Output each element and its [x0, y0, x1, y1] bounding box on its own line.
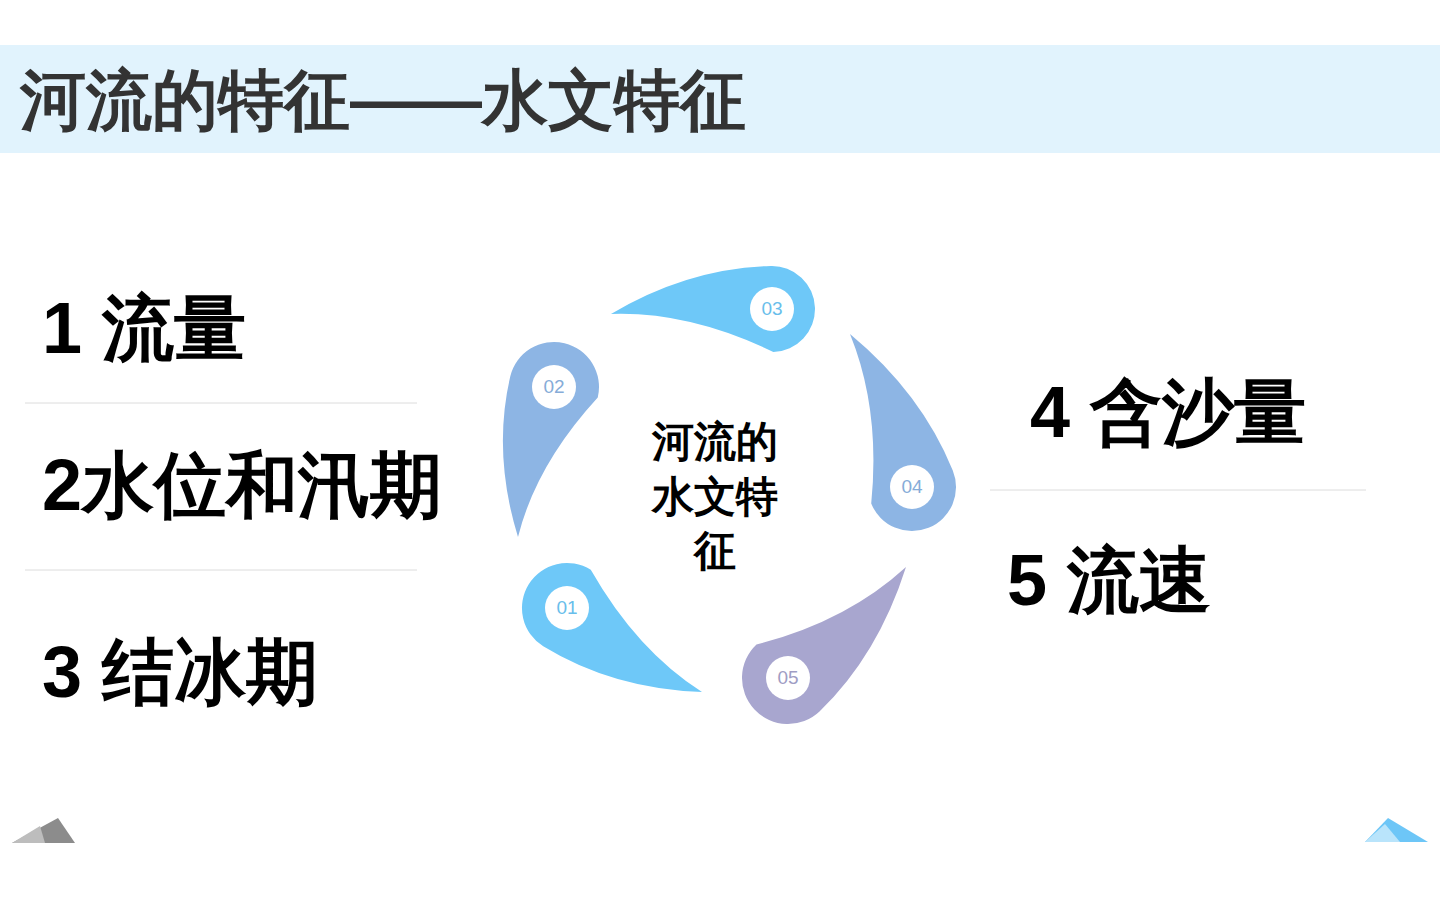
callout-number: 01	[542, 583, 592, 633]
corner-decoration	[1365, 818, 1428, 842]
callout-number: 03	[747, 284, 797, 334]
teardrop-shape	[850, 334, 956, 531]
corner-decoration	[12, 818, 75, 843]
feature-label: 3 结冰期	[42, 631, 318, 714]
teardrop-shape	[503, 342, 599, 537]
callout-number: 04	[887, 462, 937, 512]
teardrop-shape	[611, 266, 815, 352]
teardrop-shape	[522, 563, 702, 692]
teardrop-node: 02	[529, 362, 579, 412]
feature-label: 5 流速	[1007, 539, 1211, 622]
feature-label: 2水位和汛期	[42, 444, 442, 527]
title-bar	[0, 45, 1440, 153]
corner-decoration	[1365, 824, 1400, 842]
teardrop-shape	[742, 567, 906, 724]
corner-decoration	[12, 826, 45, 843]
separator	[25, 403, 417, 404]
separator	[990, 490, 1366, 491]
teardrop-node: 04	[887, 462, 937, 512]
teardrop-node: 03	[747, 284, 797, 334]
teardrop-node: 01	[542, 583, 592, 633]
teardrop-node: 05	[763, 653, 813, 703]
separator	[25, 570, 417, 571]
center-label: 河流的水文特征	[640, 415, 790, 579]
callout-number: 02	[529, 362, 579, 412]
feature-label: 1 流量	[42, 287, 246, 370]
title: 河流的特征——水文特征	[20, 62, 746, 138]
feature-label: 4 含沙量	[1030, 371, 1306, 454]
callout-number: 05	[763, 653, 813, 703]
